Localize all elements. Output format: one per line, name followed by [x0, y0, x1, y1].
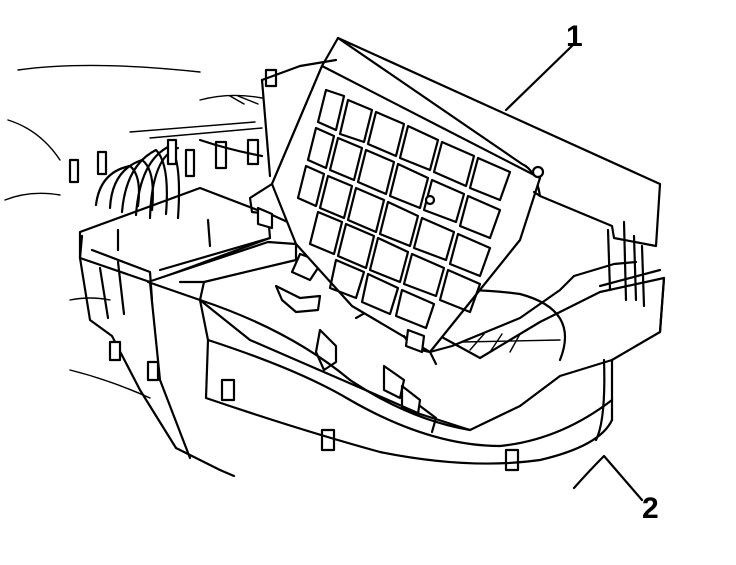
actuator-clips — [274, 252, 438, 434]
left-housing — [78, 186, 272, 478]
leader-1 — [504, 42, 576, 112]
callout-label-2: 2 — [642, 492, 659, 525]
filter-grid — [296, 88, 512, 330]
callout-leaders — [504, 42, 644, 502]
callout-label-1: 1 — [566, 20, 583, 53]
leader-2 — [572, 454, 644, 502]
cabin-filter-frame — [248, 36, 662, 366]
intake-ribs — [94, 144, 181, 220]
background-context-lines — [4, 64, 263, 399]
housing-posts — [68, 68, 520, 472]
